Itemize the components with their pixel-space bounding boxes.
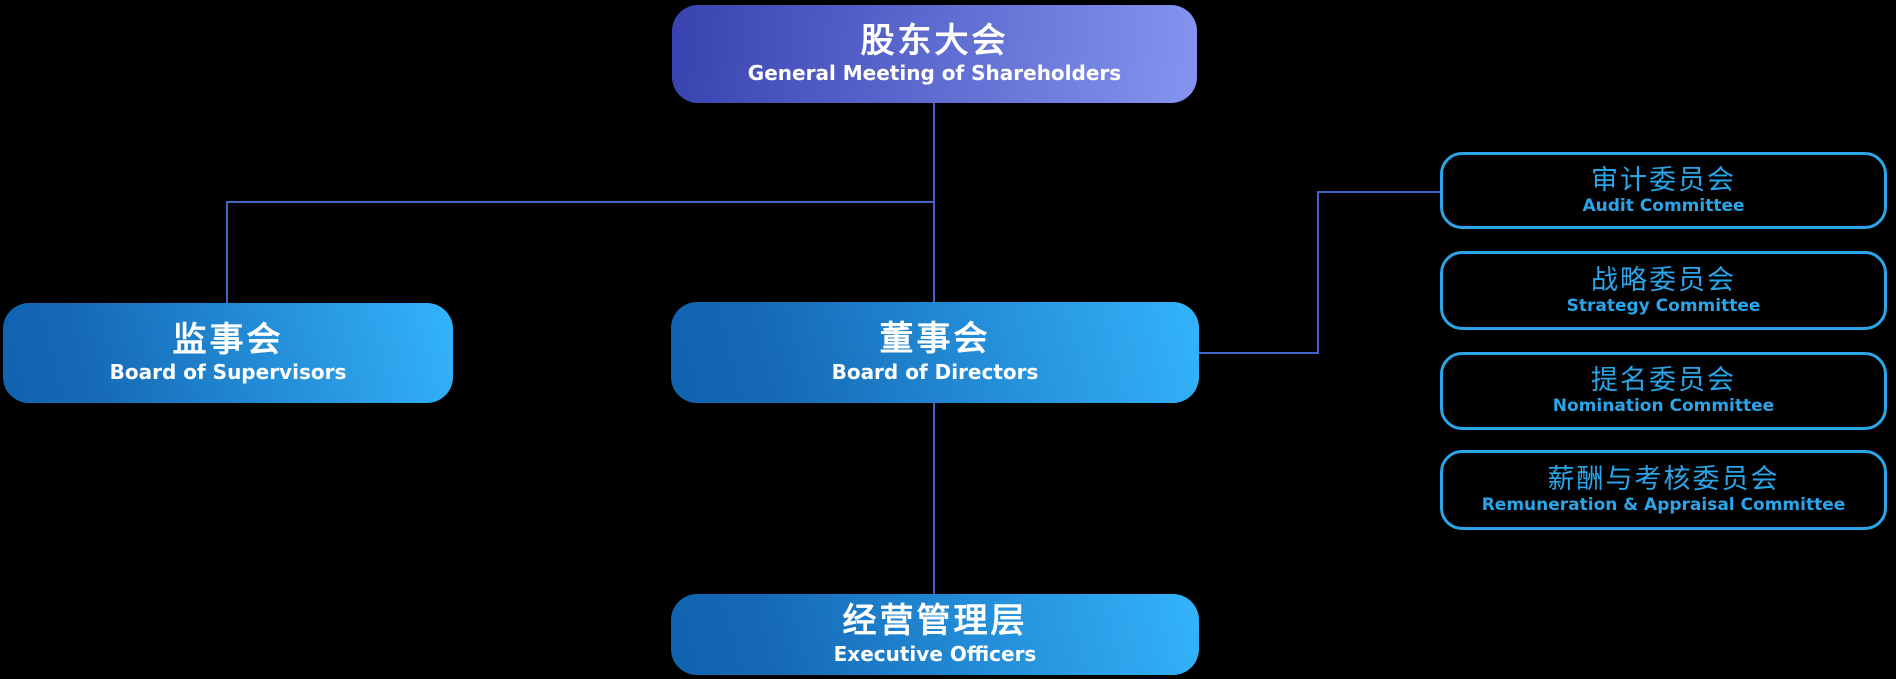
shareholders-title-en: General Meeting of Shareholders [747,61,1122,86]
node-strategy-committee: 战略委员会 Strategy Committee [1440,251,1887,330]
node-audit-committee: 审计委员会 Audit Committee [1440,152,1887,229]
connector-directors-to-executives [933,403,935,594]
shareholders-title-zh: 股东大会 [860,20,1009,61]
audit-committee-zh: 审计委员会 [1591,164,1736,196]
supervisors-title-en: Board of Supervisors [109,360,347,385]
node-executive-officers: 经营管理层 Executive Officers [671,594,1199,675]
nomination-committee-zh: 提名委员会 [1591,365,1736,397]
connector-to-audit-committee [1317,191,1440,193]
executives-title-zh: 经营管理层 [842,601,1028,642]
node-board-of-supervisors: 监事会 Board of Supervisors [3,303,453,403]
remuneration-committee-en: Remuneration & Appraisal Committee [1481,495,1846,516]
remuneration-committee-zh: 薪酬与考核委员会 [1547,464,1780,496]
connector-horizontal-to-supervisors [226,201,935,203]
node-board-of-directors: 董事会 Board of Directors [671,302,1199,403]
node-remuneration-appraisal-committee: 薪酬与考核委员会 Remuneration & Appraisal Commit… [1440,450,1887,530]
directors-title-en: Board of Directors [831,359,1039,384]
executives-title-en: Executive Officers [833,641,1037,666]
connector-committees-vertical [1317,191,1319,354]
connector-directors-to-committees [1199,352,1319,354]
node-nomination-committee: 提名委员会 Nomination Committee [1440,352,1887,430]
connector-down-to-supervisors [226,201,228,303]
strategy-committee-en: Strategy Committee [1566,295,1761,316]
node-general-meeting-of-shareholders: 股东大会 General Meeting of Shareholders [672,5,1197,103]
strategy-committee-zh: 战略委员会 [1591,264,1736,296]
nomination-committee-en: Nomination Committee [1552,396,1775,417]
audit-committee-en: Audit Committee [1582,195,1745,216]
supervisors-title-zh: 监事会 [172,319,284,360]
directors-title-zh: 董事会 [879,319,991,360]
